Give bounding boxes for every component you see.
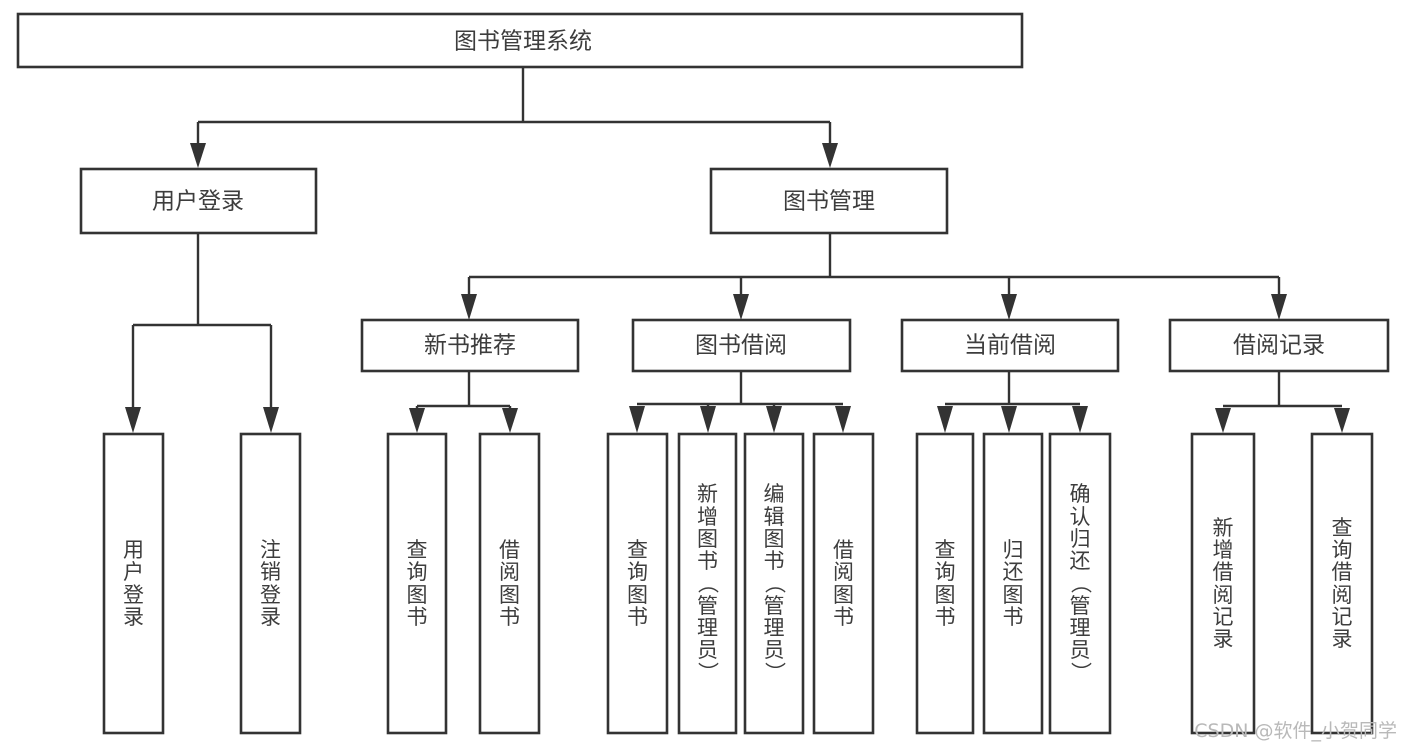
arrow-new-book-leaf2 (502, 408, 518, 433)
arrow-root-to-book-mgmt (822, 143, 838, 168)
connector-group-user-login (125, 233, 279, 433)
connector-group-current (937, 371, 1088, 433)
node-user-login-label: 用户登录 (152, 189, 244, 215)
connector-group-borrow (629, 371, 851, 433)
node-root[interactable]: 图书管理系统 (16, 12, 1024, 69)
arrow-current-leaf2 (1001, 406, 1017, 433)
leaf-box-3[interactable] (478, 432, 541, 735)
arrow-book-mgmt-new-book (461, 294, 477, 320)
connector-group-book-mgmt (461, 233, 1287, 320)
arrow-user-login-leaf1 (125, 407, 141, 433)
arrow-borrow-leaf3 (766, 406, 782, 433)
node-book-borrow-label: 图书借阅 (695, 333, 787, 359)
arrow-borrow-leaf1 (629, 406, 645, 433)
node-new-book-recommend-box[interactable] (360, 318, 580, 373)
arrow-new-book-leaf1 (409, 408, 425, 433)
leaf-box-2[interactable] (386, 432, 448, 735)
leaf-box-12[interactable] (1310, 432, 1374, 735)
node-book-management-box[interactable] (709, 167, 949, 235)
leaf-box-4[interactable] (606, 432, 669, 735)
node-new-book-recommend-label: 新书推荐 (424, 333, 516, 359)
leaf-box-5[interactable] (677, 432, 738, 735)
node-book-borrow[interactable]: 图书借阅 (631, 318, 852, 373)
node-book-management[interactable]: 图书管理 (709, 167, 949, 235)
node-borrow-records-box[interactable] (1168, 318, 1390, 373)
arrow-borrow-leaf4 (835, 406, 851, 433)
connector-group-root (190, 67, 838, 168)
node-book-management-label: 图书管理 (783, 189, 875, 215)
arrow-root-to-user-login (190, 143, 206, 168)
node-current-borrow-box[interactable] (900, 318, 1120, 373)
leaf-box-11[interactable] (1190, 432, 1256, 735)
node-root-box[interactable] (16, 12, 1024, 69)
node-user-login[interactable]: 用户登录 (79, 167, 318, 235)
leaf-box-8[interactable] (915, 432, 975, 735)
node-borrow-records-label: 借阅记录 (1233, 333, 1325, 359)
leaf-box-9[interactable] (982, 432, 1044, 735)
arrow-user-login-leaf2 (263, 407, 279, 433)
leaf-box-0[interactable] (102, 432, 165, 735)
node-current-borrow-label: 当前借阅 (964, 333, 1056, 359)
node-new-book-recommend[interactable]: 新书推荐 (360, 318, 580, 373)
arrow-borrow-leaf2 (700, 406, 716, 433)
connector-group-new-book (409, 371, 518, 433)
node-root-label: 图书管理系统 (454, 29, 592, 55)
arrow-current-leaf1 (937, 406, 953, 433)
node-book-borrow-box[interactable] (631, 318, 852, 373)
arrow-records-leaf1 (1215, 408, 1231, 433)
node-current-borrow[interactable]: 当前借阅 (900, 318, 1120, 373)
leaf-box-1[interactable] (239, 432, 302, 735)
leaf-box-7[interactable] (812, 432, 875, 735)
leaf-box-6[interactable] (743, 432, 805, 735)
node-borrow-records[interactable]: 借阅记录 (1168, 318, 1390, 373)
arrow-book-mgmt-borrow (733, 294, 749, 320)
arrow-current-leaf3 (1072, 406, 1088, 433)
connector-group-records (1215, 371, 1350, 433)
leaf-box-10[interactable] (1048, 432, 1112, 735)
arrow-book-mgmt-records (1271, 294, 1287, 320)
arrow-book-mgmt-current (1001, 294, 1017, 320)
arrow-records-leaf2 (1334, 408, 1350, 433)
node-user-login-box[interactable] (79, 167, 318, 235)
